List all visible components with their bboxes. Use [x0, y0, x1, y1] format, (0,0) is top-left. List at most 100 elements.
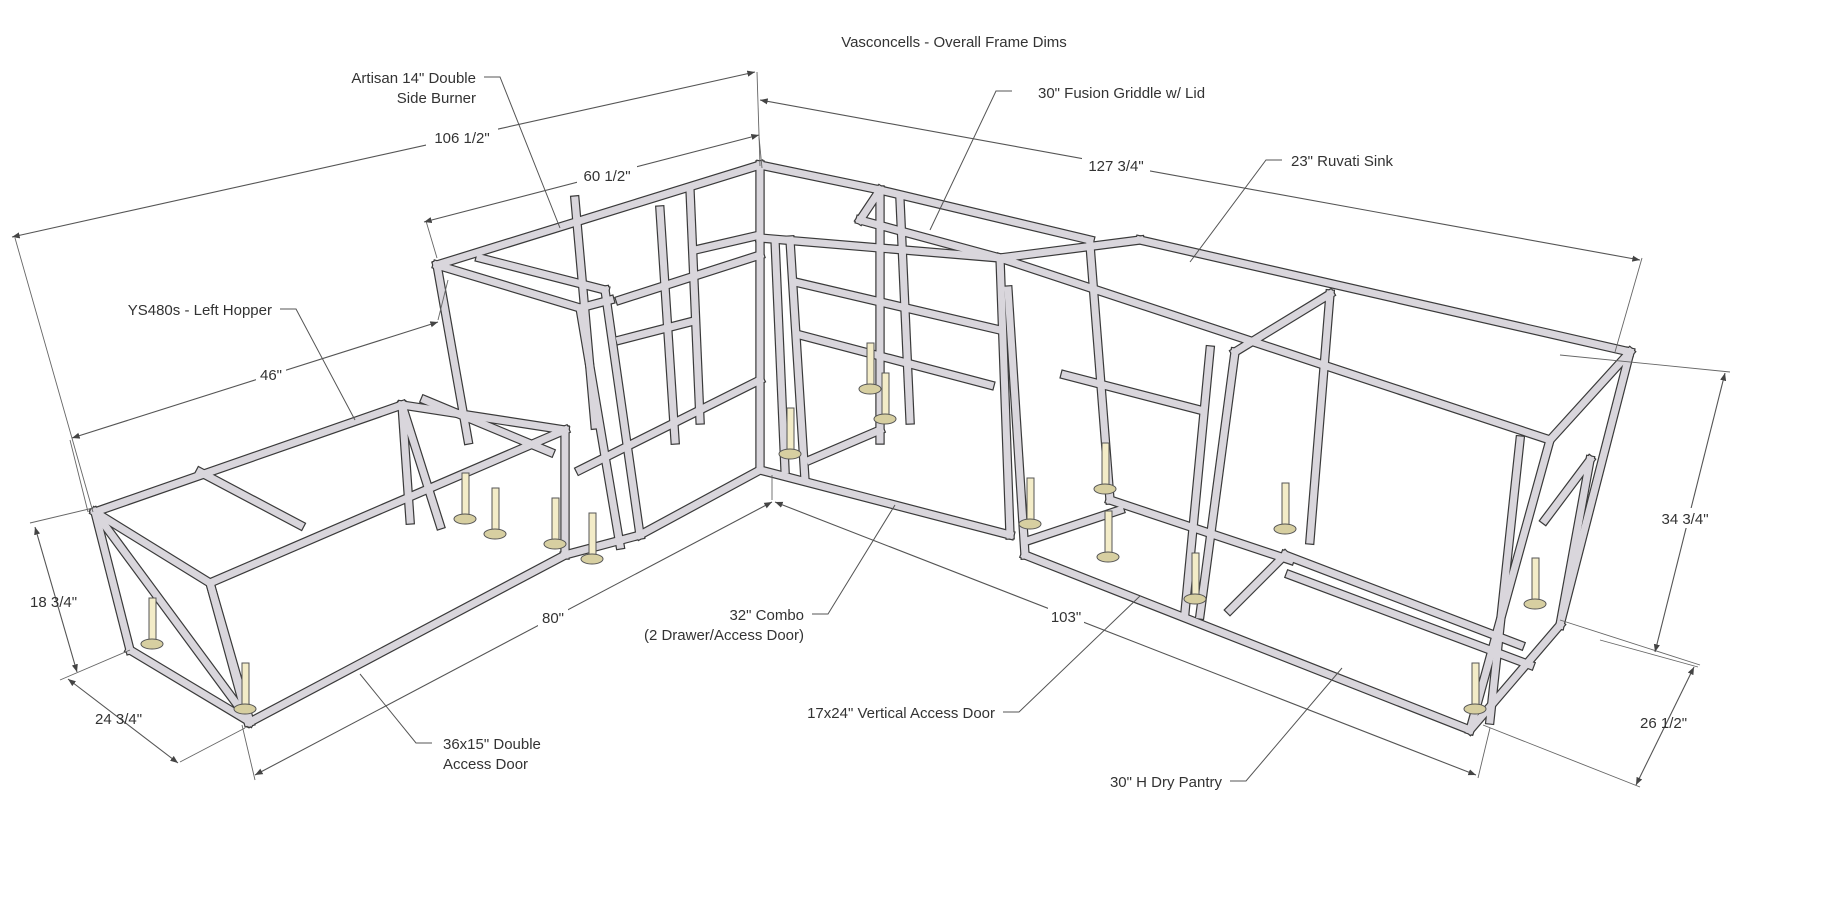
frame-tube [245, 550, 570, 727]
frame-tube [795, 330, 995, 390]
leveling-foot [1096, 551, 1120, 563]
frame-tube [755, 160, 885, 195]
callout-side-burner-line2: Side Burner [397, 90, 476, 107]
frame-tube [1306, 290, 1334, 544]
leveling-foot [1463, 703, 1487, 715]
frame-tube [771, 236, 789, 474]
dim-lower-height: 18 3/4" [30, 594, 77, 611]
drawing-title: Vasconcells - Overall Frame Dims [841, 34, 1067, 51]
dimension-labels: 106 1/2" 60 1/2" 127 3/4" 46" 18 3/4" 24… [30, 127, 1713, 732]
callout-pantry: 30" H Dry Pantry [1110, 774, 1223, 791]
callout-vertical-door: 17x24" Vertical Access Door [807, 705, 995, 722]
dim-right-length: 103" [1051, 609, 1081, 626]
leveling-foot [858, 383, 882, 395]
leveling-leg [1101, 442, 1110, 486]
frame-tube [786, 236, 809, 484]
leveling-leg [1104, 510, 1113, 554]
frame-tube [1060, 370, 1205, 415]
leveling-leg [241, 662, 250, 706]
leveling-leg [1471, 662, 1480, 706]
dim-counter-height: 34 3/4" [1661, 511, 1708, 528]
cabinet-frame [88, 159, 1637, 737]
leveling-leg [551, 497, 560, 541]
frame-tube [996, 236, 1144, 262]
leveling-leg [1026, 477, 1035, 521]
frame-tube [1465, 435, 1555, 735]
leveling-foot [778, 448, 802, 460]
dim-hopper-depth: 46" [260, 367, 282, 384]
frame-tube [615, 317, 695, 345]
dim-overall-left-length: 106 1/2" [434, 130, 489, 147]
frame-tube [1105, 495, 1295, 565]
dim-lower-depth: 24 3/4" [95, 711, 142, 728]
frame-tube [996, 254, 1014, 539]
frame-tube [90, 507, 255, 727]
leveling-foot [140, 638, 164, 650]
frame-tube [432, 260, 473, 445]
frame-tube [635, 465, 765, 540]
frame-tube [90, 507, 215, 588]
frame-tube [601, 286, 644, 539]
leveling-foot [543, 538, 567, 550]
frame-tube [195, 467, 305, 530]
leveling-foot [1093, 483, 1117, 495]
leveling-leg [461, 472, 470, 516]
callout-leaders [280, 76, 1343, 782]
frame-tube [90, 507, 135, 655]
leveling-foot [483, 528, 507, 540]
leveling-leg [1191, 552, 1200, 596]
leveling-foot [1523, 598, 1547, 610]
leveling-leg [1281, 482, 1290, 526]
callout-combo-line1: 32" Combo [729, 607, 804, 624]
dim-upper-width: 60 1/2" [583, 168, 630, 185]
leveling-leg [881, 372, 890, 416]
callout-hopper: YS480s - Left Hopper [128, 302, 272, 319]
frame-tube [1540, 455, 1595, 525]
leveling-leg [786, 407, 795, 451]
frame-tube [755, 465, 1015, 540]
callout-side-burner-line1: Artisan 14" Double [351, 70, 476, 87]
leveling-leg [148, 597, 157, 641]
leveling-foot [1183, 593, 1207, 605]
leveling-leg [866, 342, 875, 386]
frame-tube [1230, 289, 1335, 357]
frame-tube [125, 645, 255, 727]
leveling-leg [1531, 557, 1540, 601]
frame-tube [686, 186, 704, 424]
leveling-foot [1273, 523, 1297, 535]
callout-double-door-line2: Access Door [443, 756, 528, 773]
callouts: Artisan 14" Double Side Burner 30" Fusio… [128, 70, 1394, 791]
frame-tube [560, 530, 645, 560]
callout-griddle: 30" Fusion Griddle w/ Lid [1038, 85, 1205, 102]
dim-overall-right-length: 127 3/4" [1088, 158, 1143, 175]
callout-double-door-line1: 36x15" Double [443, 736, 541, 753]
callout-sink: 23" Ruvati Sink [1291, 153, 1394, 170]
frame-tube [575, 375, 765, 475]
frame-tube [1465, 620, 1565, 735]
leveling-foot [873, 413, 897, 425]
frame-tube [1545, 347, 1635, 445]
dim-right-depth: 26 1/2" [1640, 715, 1687, 732]
frame-tube [995, 253, 1555, 445]
frame-tube [790, 277, 1005, 335]
leveling-leg [491, 487, 500, 531]
frame-tube [1225, 550, 1290, 615]
dim-lower-length: 80" [542, 610, 564, 627]
frame-tube [690, 230, 765, 255]
leveling-leg [588, 512, 597, 556]
frame-tube [420, 395, 555, 457]
leveling-foot [233, 703, 257, 715]
leveling-foot [580, 553, 604, 565]
frame-tube [805, 425, 885, 465]
frame-tube [1285, 570, 1535, 670]
frame-tube [1486, 436, 1524, 724]
frame-tube [1555, 455, 1595, 630]
frame-tube [432, 260, 585, 313]
leveling-foot [453, 513, 477, 525]
leveling-foot [1018, 518, 1042, 530]
frame-tube [1280, 550, 1525, 650]
frame-tube [1135, 235, 1635, 357]
callout-combo-line2: (2 Drawer/Access Door) [644, 627, 804, 644]
frame-tube [615, 250, 765, 305]
